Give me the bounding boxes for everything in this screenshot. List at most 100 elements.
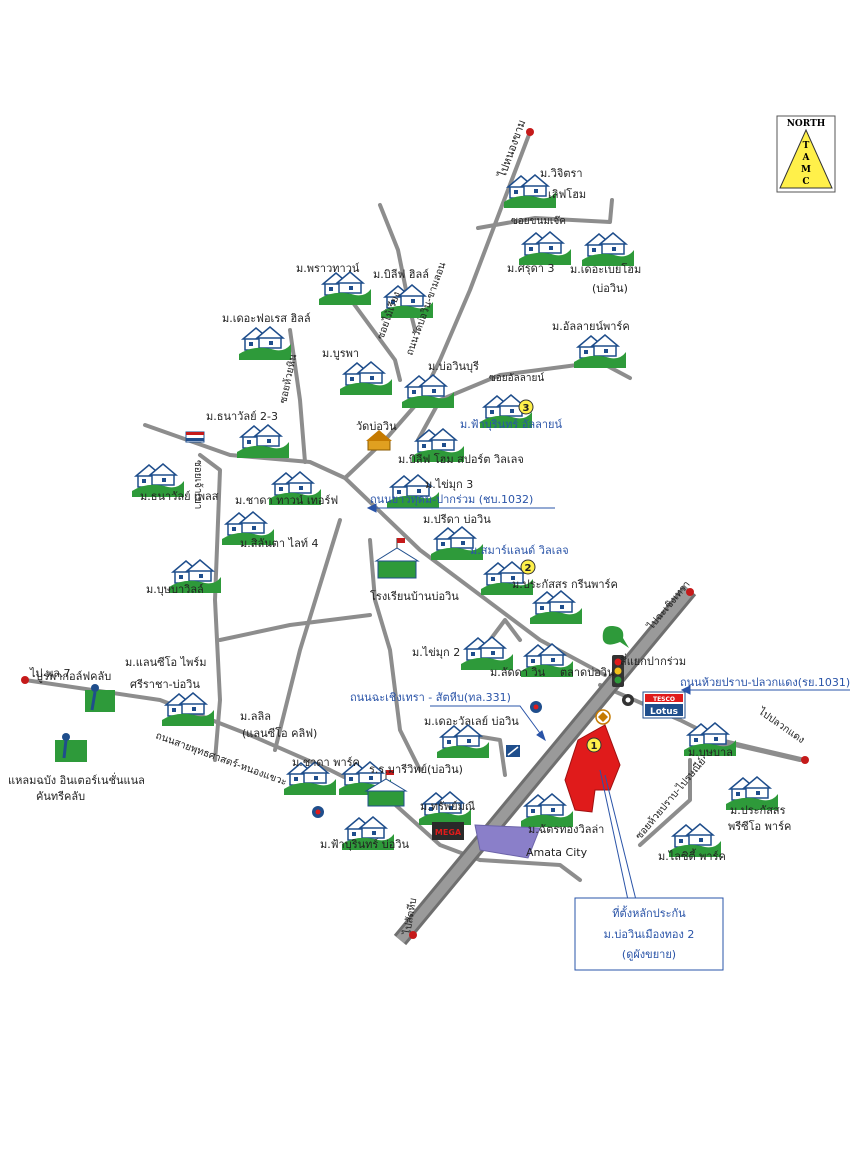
label-school2: ร.ร.มารีวิทย์(บ่อวิน) [369, 763, 463, 776]
label-to-pluakdaeng: ไปปลวกแดง [755, 705, 806, 746]
label-pakruam: สี่แยกปากร่วม [620, 653, 686, 668]
label-bowinburi: ม.บ่อวินบุรี [428, 360, 479, 373]
house-prakasit-icon [529, 590, 583, 625]
house-sruda-icon [518, 231, 572, 266]
label-sruda3: ม.ศรุดา 3 [507, 262, 554, 275]
marker-3: 3 [518, 399, 534, 415]
label-baywin2: (บ่อวิน) [592, 282, 628, 295]
label-fahburin: ม.ฟ้าบุรินทร์ บ่อวิน [320, 838, 410, 851]
label-thanawan-place: ม.ธนาวัลย์ เพลส [140, 490, 219, 503]
gas-station-icon-2 [312, 806, 324, 818]
house-thanawan23-icon [236, 424, 290, 459]
label-fahburin-aunlasan: ม.ฟ้าบุรินทร์ อัลลายน์ [460, 418, 562, 431]
label-soi-khanom: ซอยขนมเจ๊ค [511, 215, 566, 227]
traffic-light-icon [612, 655, 624, 687]
label-silanta: ม.สิลันตา ไลท์ 4 [240, 537, 319, 550]
q-logo-icon [598, 622, 629, 648]
gas-station-icon [530, 701, 542, 713]
label-school: โรงเรียนบ้านบ่อวิน [370, 589, 459, 603]
label-soi-jaokhao: ซอยเจ้าเขา [192, 460, 204, 509]
label-thanawan23: ม.ธนาวัลย์ 2-3 [206, 410, 278, 423]
label-landseer1: ม.แลนซีโอ ไพร์ม [125, 655, 207, 669]
label-praowtown: ม.พราวทาวน์ [296, 262, 360, 275]
label-prakasit2b: พรีซีโอ พาร์ค [728, 819, 791, 833]
house-landseer-icon [161, 692, 215, 727]
marker-2: 2 [520, 559, 536, 575]
highway-331 [393, 584, 697, 946]
house-baywin-icon [581, 232, 635, 267]
valley-sign-icon [506, 745, 520, 757]
label-chakra-terrace: ม.ชาดา ทาวน์ เทอร์ฟ [235, 494, 338, 507]
house-burapha-icon [339, 361, 393, 396]
label-bileaf-sport: ม.บิลีฟ โฮม สปอร์ต วิลเลจ [398, 452, 524, 466]
label-amata: Amata City [526, 846, 588, 859]
house-forest-hill-icon [238, 326, 292, 361]
label-boonbaan: ม.บุษบาวิลล์ [146, 583, 204, 596]
label-lalin2: (แลนซีโอ คลิฟ) [242, 726, 317, 740]
label-aunlasan: ม.อัลลายน์พาร์ค [552, 320, 630, 333]
callout-note: (ดูผังขยาย) [622, 948, 676, 961]
label-vijitra2: เลิฟโฮม [548, 187, 586, 201]
label-subpaiboon: ม.ทรัพย์มณี [420, 800, 475, 813]
lotus-label: Lotus [650, 707, 678, 717]
compass-letter-c: C [802, 177, 809, 187]
collateral-callout-box [574, 897, 724, 971]
label-lifely: ม.ไลซิตี้ พาร์ค [658, 848, 726, 863]
label-bileaf-hill: ม.บิลีฟ ฮิลล์ [373, 268, 429, 281]
label-road-1032: ถนนยาวทุดม-ปากร่วม (ชบ.1032) [370, 493, 533, 506]
label-laemchabang2: คันทรีคลับ [36, 790, 85, 803]
label-burapha-golf: บูรพากอล์ฟคลับ [36, 670, 111, 683]
callout-title: ที่ตั้งหลักประกัน [612, 905, 686, 920]
label-talad: ตลาดบ่อวิน [560, 666, 615, 679]
temple-icon [366, 430, 392, 451]
label-to-ph7: ไป พล.7 [29, 667, 71, 680]
label-lampiang: ม.ลัดดา วิน [490, 666, 546, 679]
school2-icon [364, 770, 408, 807]
school-icon [374, 538, 420, 579]
label-landseer2: ศรีราชา-บ่อวิน [130, 678, 200, 691]
callout-project: ม.บ่อวินเมืองทอง 2 [604, 928, 695, 941]
label-baywin1: ม.เดอะเบยโฮม [570, 262, 641, 276]
house-praowtown-icon [318, 271, 372, 306]
pin-pluakdaeng-icon [801, 756, 809, 764]
label-smartland: ม.สมาร์แลนด์ วิลเลจ [470, 544, 569, 557]
label-forest-hill: ม.เดอะฟอเรส ฮิลล์ [222, 312, 311, 325]
shell-station-icon [595, 709, 611, 725]
project-site-area [564, 724, 621, 813]
amata-city-area [474, 824, 541, 859]
police-station-icon [185, 431, 205, 443]
label-wat-bowin: วัดบ่อวิน [356, 420, 397, 433]
house-bowinburi-icon [401, 374, 455, 409]
label-chatthong: ม.ฉัตรทองวิลล่า [528, 823, 604, 836]
svg-text:1: 1 [591, 741, 598, 752]
pin-ph7-icon [21, 676, 29, 684]
label-vijitra: ม.วิจิตรา [540, 167, 583, 180]
label-busaba: ม.บุษบาล [688, 746, 733, 759]
compass-north-label: NORTH [787, 119, 826, 129]
golf-club-icon [85, 684, 115, 712]
label-road-1031: ถนนห้วยปราบ-ปลวกแดง(รย.1031) [680, 676, 850, 689]
label-prakasit: ม.ประกัสสร กรีนพาร์ค [512, 578, 618, 591]
north-compass: NORTH T A M C [776, 115, 836, 193]
svg-text:3: 3 [523, 403, 530, 414]
mega-label: MEGA [435, 828, 462, 837]
marker-1: 1 [586, 737, 602, 753]
tesco-label: TESCO [653, 696, 675, 703]
compass-letter-t: T [803, 141, 810, 151]
house-aunlasan-icon [573, 334, 627, 369]
pin-north-icon [526, 128, 534, 136]
house-valley-icon [436, 724, 490, 759]
label-chakra-park: ม.ชาดา พาร์ค [292, 756, 360, 769]
tesco-lotus-logo: TESCO Lotus [642, 691, 686, 719]
label-burapha: ม.บูรพา [322, 347, 359, 360]
label-soi-aunlasan: ซอยอัลลายน์ [489, 372, 544, 384]
svg-text:2: 2 [525, 563, 532, 574]
label-prida: ม.ปรีดา บ่อวิน [423, 513, 491, 526]
callout-arrows [366, 503, 850, 901]
label-laemchabang1: แหลมฉบัง อินเตอร์เนชั่นแนล [8, 772, 145, 787]
compass-letter-a: A [802, 153, 811, 163]
label-khaimuk2: ม.ไข่มุก 2 [412, 646, 460, 659]
label-lalin1: ม.ลลิล [240, 710, 271, 723]
label-road-331: ถนนฉะเชิงเทรา - สัตหีบ(ทล.331) [350, 691, 511, 704]
